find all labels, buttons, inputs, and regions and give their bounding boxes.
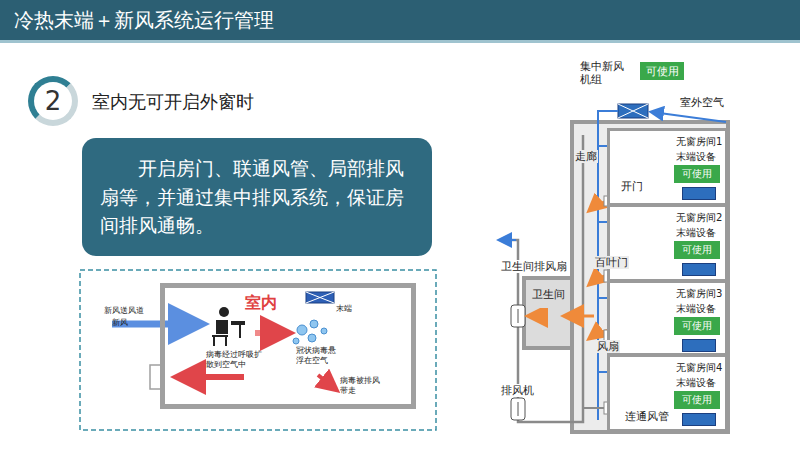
teal-text-box: 开启房门、联通风管、局部排风扇等，并通过集中排风系统，保证房间排风通畅。	[82, 138, 432, 256]
terminal-unit	[682, 339, 716, 352]
status-badge: 可使用	[674, 241, 720, 259]
diagram-label: 风扇	[596, 340, 620, 353]
step-circle: 2室内无可开启外窗时	[28, 76, 78, 126]
slide-title: 冷热末端＋新风系统运行管理	[14, 7, 274, 34]
node-text: 可使用	[646, 64, 679, 79]
dashed-frame	[80, 270, 436, 430]
diagram-label: 排风机	[500, 384, 535, 397]
terminal-unit	[682, 187, 716, 200]
diagram-label: 新风送风道	[104, 306, 156, 316]
diagram-label: 集中新风机组	[580, 60, 632, 86]
status-badge: 可使用	[674, 317, 720, 335]
status-badge: 可使用	[640, 62, 684, 80]
step-number: 2	[34, 82, 72, 120]
terminal-unit	[682, 263, 716, 276]
diagram-label: 冠状病毒悬浮在空气	[296, 346, 340, 365]
diagram-label: 末端	[336, 304, 366, 314]
node-text: 可使用	[682, 319, 712, 333]
diagram-label: 卫生间排风扇	[500, 260, 568, 273]
diagram-label: 走廊	[574, 150, 598, 163]
diagram-label: 连通风管	[624, 410, 670, 423]
status-badge: 可使用	[674, 391, 720, 409]
node-text: 末端设备	[676, 150, 716, 164]
diagram-label: 百叶门	[594, 256, 629, 269]
node-text: 开启房门、联通风管、局部排风扇等，并通过集中排风系统，保证房间排风通畅。	[100, 154, 414, 240]
node-text: 无窗房间3	[676, 287, 722, 301]
room-box: 无窗房间2末端设备可使用	[607, 204, 728, 282]
diagram-label: 新风	[112, 318, 142, 328]
node-text: 可使用	[682, 393, 712, 407]
header-rule	[0, 40, 800, 43]
node-text: 无窗房间4	[676, 361, 722, 375]
room-box: 无窗房间3末端设备可使用	[607, 280, 728, 356]
node-text: 室内	[245, 293, 277, 314]
toilet-box: 卫生间	[526, 280, 570, 308]
diagram-label: 开门	[620, 180, 644, 193]
terminal-unit	[682, 413, 716, 426]
node-text: 末端设备	[676, 226, 716, 240]
diagram-label: 病毒被排风带走	[340, 376, 384, 395]
diagram-label: 室外空气	[680, 96, 740, 109]
node-text: 可使用	[682, 243, 712, 257]
room-outline: 室内	[160, 283, 416, 409]
node-text: 末端设备	[676, 376, 716, 390]
node-text: 室内无可开启外窗时	[92, 90, 254, 114]
node-text: 无窗房间2	[676, 211, 722, 225]
room-box: 无窗房间1末端设备可使用	[607, 128, 728, 206]
node-text: 末端设备	[676, 302, 716, 316]
node-text: 可使用	[682, 167, 712, 181]
diagram-label: 病毒经过呼吸扩散到空气中	[206, 350, 268, 369]
building-ventilation-diagram	[500, 104, 728, 432]
room-illustration	[112, 292, 334, 389]
header-bar	[0, 0, 800, 40]
node-text: 卫生间	[532, 287, 565, 302]
node-text: 无窗房间1	[676, 135, 722, 149]
status-badge: 可使用	[674, 165, 720, 183]
